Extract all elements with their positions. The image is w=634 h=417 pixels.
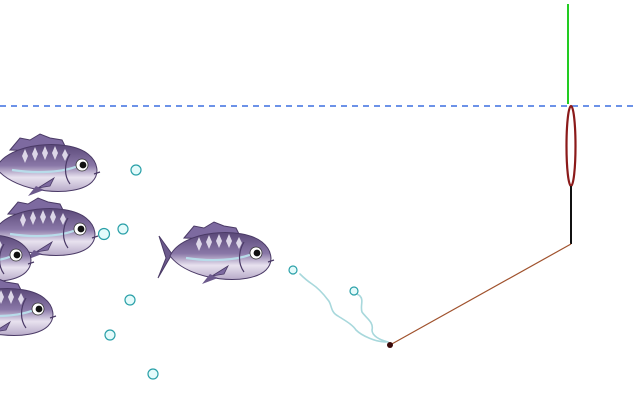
fish-1[interactable]	[0, 132, 102, 198]
fishing-line	[389, 243, 572, 346]
hook-sinker	[387, 342, 393, 348]
bait-worm	[299, 273, 389, 343]
float-body	[565, 104, 577, 188]
fishing-float[interactable]	[565, 4, 577, 244]
bubble	[117, 223, 129, 235]
bubble	[104, 329, 116, 341]
fish-5[interactable]	[156, 220, 276, 286]
fish-4[interactable]	[0, 276, 58, 342]
bubble	[130, 164, 142, 176]
bubble	[349, 286, 359, 296]
bubble	[288, 265, 298, 275]
bubble	[97, 227, 111, 241]
bubbles	[97, 164, 359, 380]
bubble	[147, 368, 159, 380]
bubble	[124, 294, 136, 306]
